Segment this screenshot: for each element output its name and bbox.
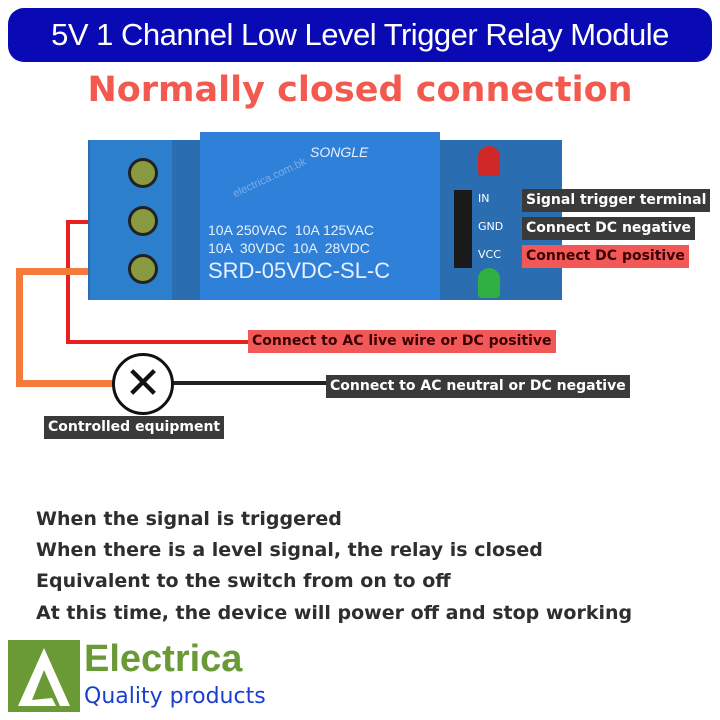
black-wire [172,381,330,385]
description-line: When there is a level signal, the relay … [36,539,543,561]
orange-wire [16,268,102,275]
label-controlled-equipment: Controlled equipment [44,416,225,439]
label-dc-negative: Connect DC negative [522,217,695,240]
pin-label-vcc: VCC [478,248,501,261]
screw-terminal [128,254,158,284]
screw-terminal [128,158,158,188]
description-line: When the signal is triggered [36,508,342,530]
label-ac-live: Connect to AC live wire or DC positive [248,330,556,353]
label-ac-neutral: Connect to AC neutral or DC negative [326,375,630,398]
description-line: At this time, the device will power off … [36,602,633,624]
logo-a-icon [18,648,70,706]
pin-header [454,190,472,268]
title-banner: 5V 1 Channel Low Level Trigger Relay Mod… [8,8,712,62]
relay-module: SONGLE electrica.com.bk 10A 250VAC 10A 1… [88,132,562,300]
logo-name: Electrica [84,638,243,680]
green-led [478,268,500,298]
description-line: Equivalent to the switch from on to off [36,570,451,592]
load-lamp-icon: ✕ [112,353,174,415]
logo-tagline: Quality products [84,684,266,709]
label-signal-trigger: Signal trigger terminal [522,189,711,212]
relay-rating: 10A 30VDC 10A 28VDC [208,240,370,256]
red-wire [66,340,252,344]
orange-wire [16,380,114,387]
relay-brand: SONGLE [310,144,369,160]
relay-watermark: electrica.com.bk [231,155,309,201]
relay-model: SRD-05VDC-SL-C [208,258,391,283]
relay-rating: 10A 250VAC 10A 125VAC [208,222,375,238]
pin-label-gnd: GND [478,220,504,233]
red-led [478,146,500,176]
relay-body: SONGLE electrica.com.bk 10A 250VAC 10A 1… [200,132,440,300]
label-dc-positive: Connect DC positive [522,245,689,268]
orange-wire [16,268,23,387]
logo-mark [8,640,80,712]
pin-label-in: IN [478,192,490,205]
screw-terminal [128,206,158,236]
red-wire [68,220,102,224]
subtitle: Normally closed connection [87,70,633,110]
red-wire [66,220,70,344]
